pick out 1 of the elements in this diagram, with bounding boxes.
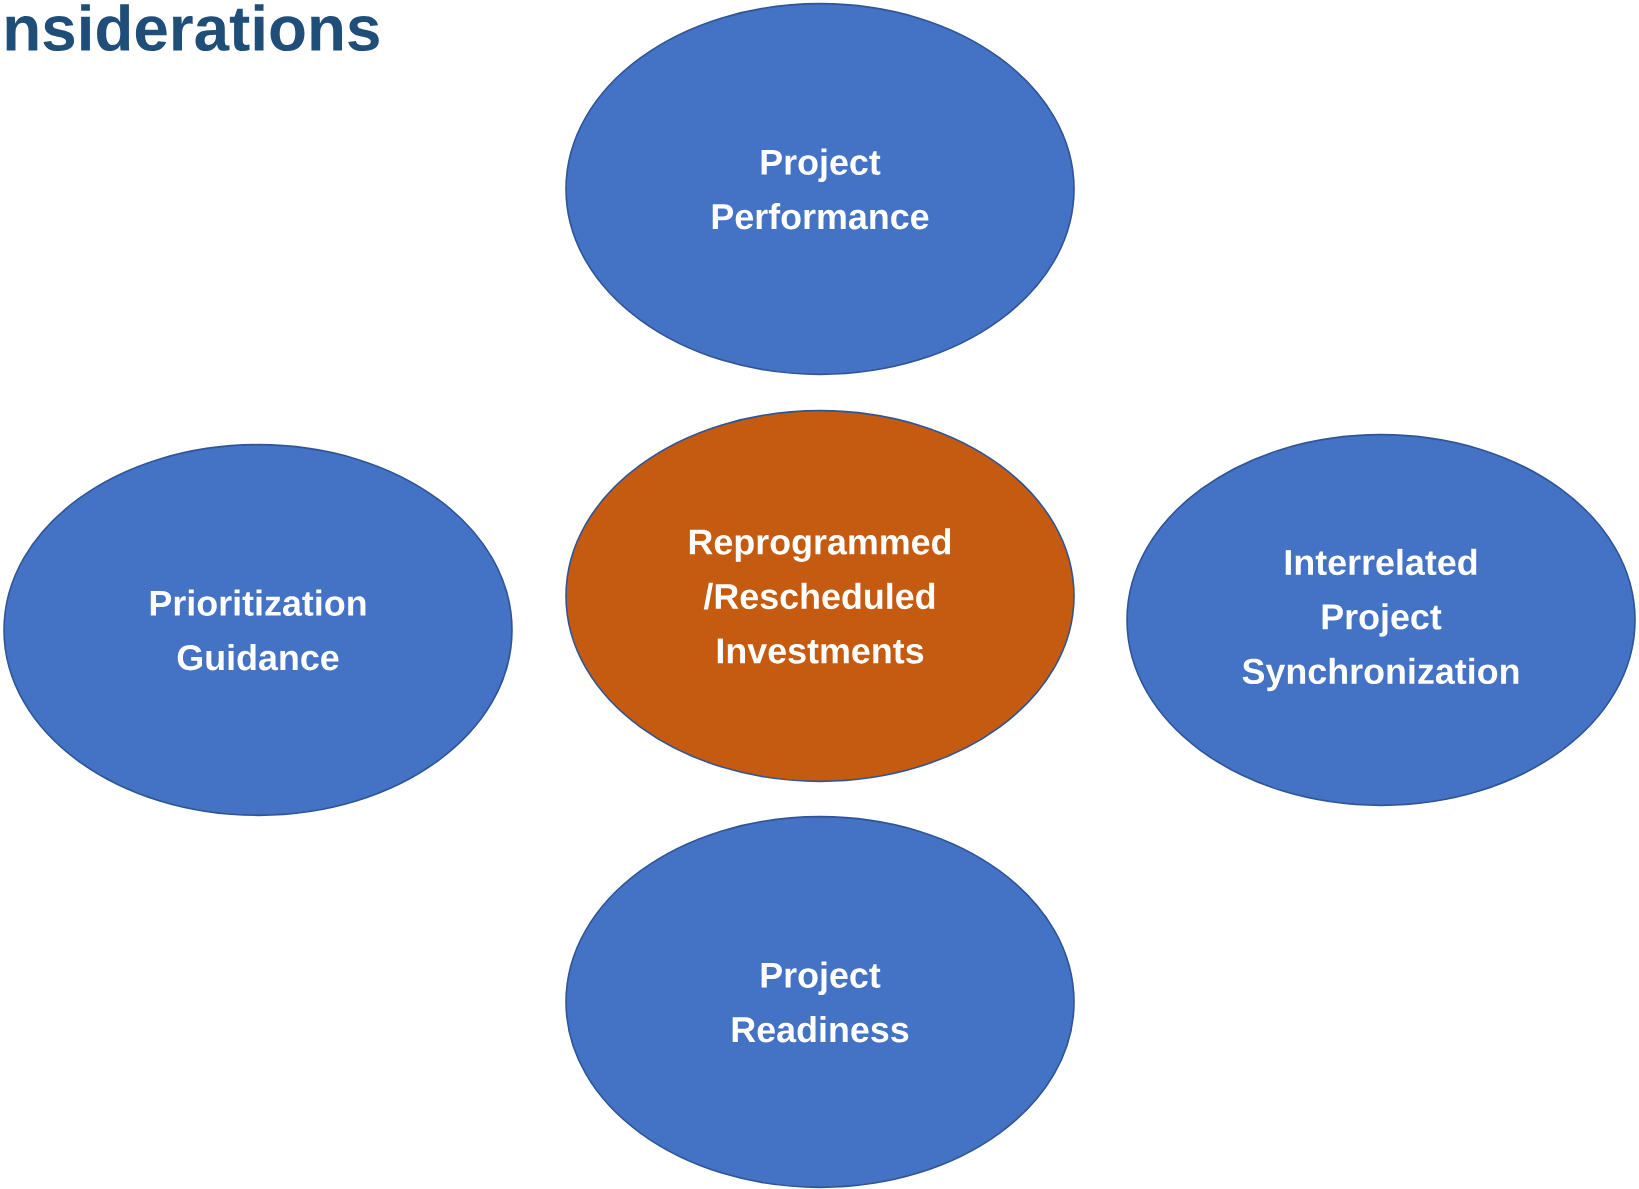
title: nsiderations	[6, 4, 379, 52]
